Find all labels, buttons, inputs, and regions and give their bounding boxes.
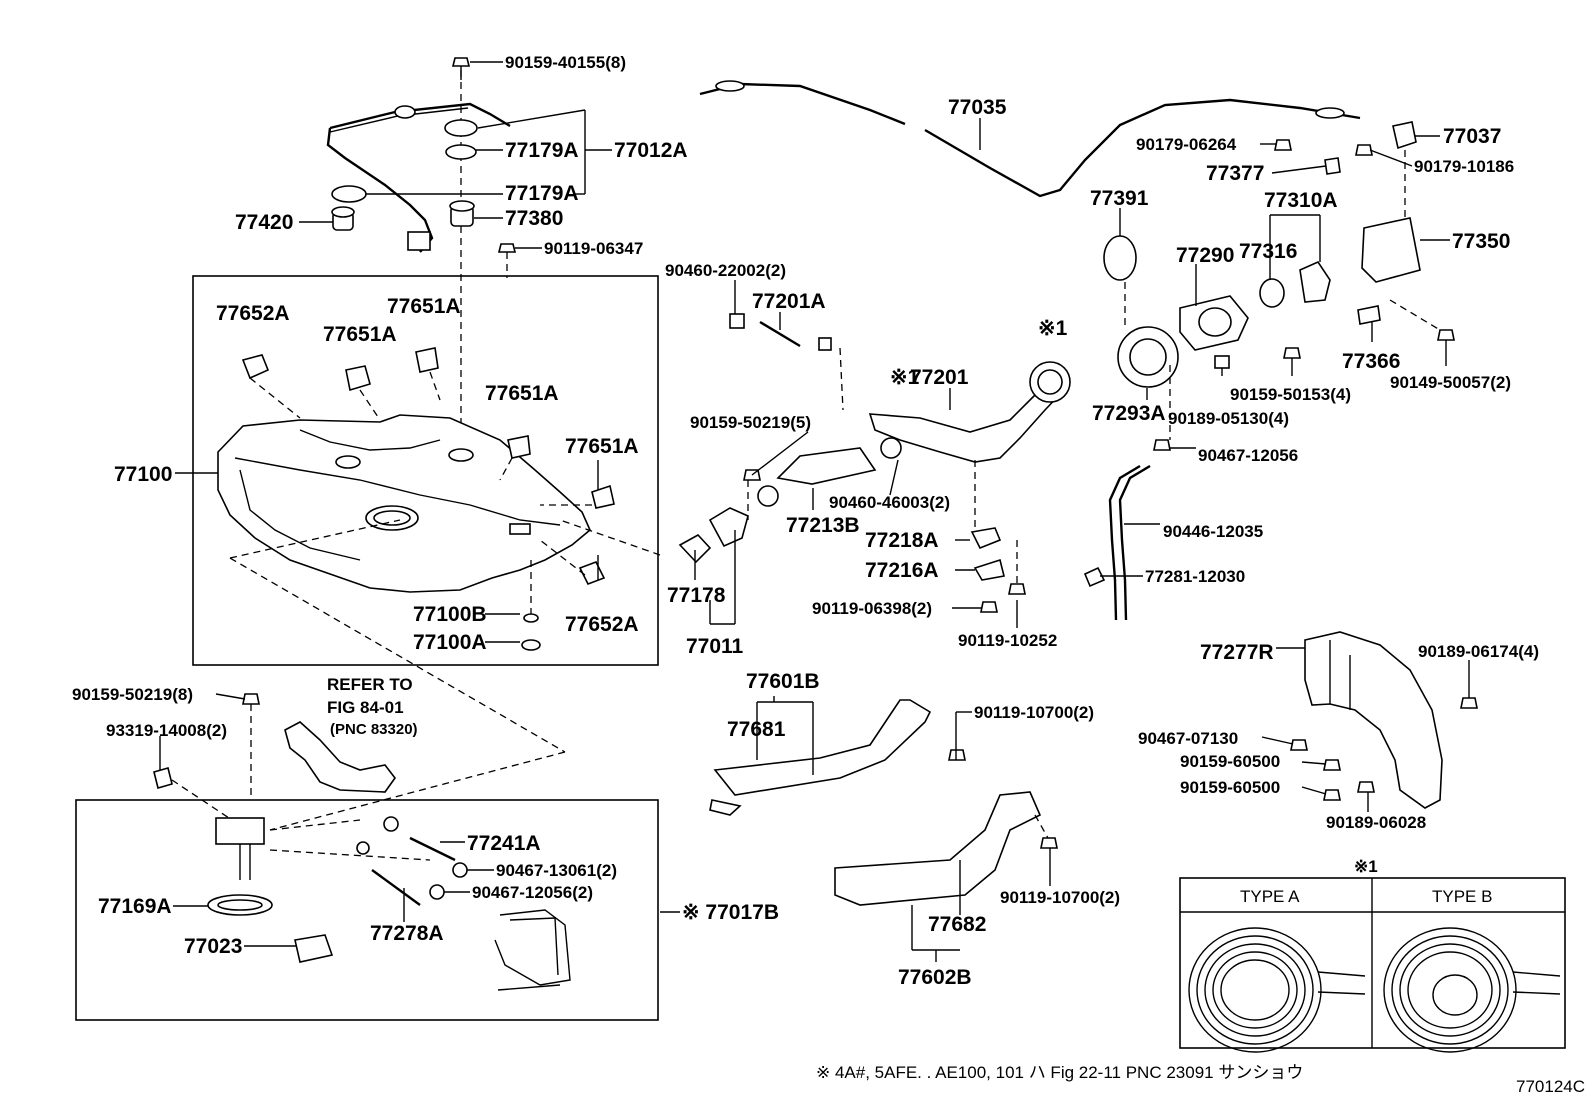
fuel-tank [217, 347, 615, 651]
vent-hose [1083, 464, 1151, 621]
label-90189-06028: 90189-06028 [1326, 813, 1426, 832]
label-77310A: 77310A [1264, 189, 1338, 212]
label-90467-07130: 90467-07130 [1138, 729, 1238, 748]
fuel-lid-cable [699, 80, 1417, 198]
label-77281-12030: 77281-12030 [1145, 567, 1245, 586]
label-90446-12035: 90446-12035 [1163, 522, 1263, 541]
label-77651A-1: 77651A [387, 295, 461, 318]
label-77290: 77290 [1176, 244, 1234, 267]
refer-note-line2: FIG 84-01 [327, 698, 404, 717]
label-77216A: 77216A [865, 559, 939, 582]
label-77602B: 77602B [898, 966, 972, 989]
label-90159-50219-8: 90159-50219(8) [72, 685, 193, 704]
label-90467-13061: 90467-13061(2) [496, 861, 617, 880]
label-90119-10700-2: 90119-10700(2) [1000, 888, 1120, 907]
label-77100: 77100 [114, 463, 172, 486]
label-77651A-2: 77651A [323, 323, 397, 346]
label-77179A-1: 77179A [505, 139, 579, 162]
label-77651A-3: 77651A [485, 382, 559, 405]
label-90159-60500-1: 90159-60500 [1180, 752, 1280, 771]
type-a-label: TYPE A [1240, 887, 1300, 906]
label-77017B: ※ 77017B [682, 901, 779, 924]
label-90159-50219-5: 90159-50219(5) [690, 413, 811, 432]
label-77100A: 77100A [413, 631, 487, 654]
label-90189-06174: 90189-06174(4) [1418, 642, 1539, 661]
label-93319-14008: 93319-14008(2) [106, 721, 227, 740]
label-90149-50057: 90149-50057(2) [1390, 373, 1511, 392]
label-77391: 77391 [1090, 187, 1149, 210]
label-77366: 77366 [1342, 350, 1400, 373]
label-77012A: 77012A [614, 139, 688, 162]
label-77023: 77023 [184, 935, 242, 958]
type-table [1179, 877, 1566, 1053]
label-90119-10252: 90119-10252 [958, 631, 1057, 650]
label-77201A: 77201A [752, 290, 826, 313]
label-77350: 77350 [1452, 230, 1510, 253]
label-77652A-1: 77652A [216, 302, 290, 325]
label-90119-06347: 90119-06347 [544, 239, 643, 258]
grommet-stack [331, 57, 517, 440]
footnote: ※ 4A#, 5AFE. . AE100, 101 ハ Fig 22-11 PN… [816, 1063, 1303, 1082]
label-77380: 77380 [505, 207, 563, 230]
label-90179-06264: 90179-06264 [1136, 135, 1237, 154]
vent-tube-assembly [326, 102, 511, 253]
label-90189-05130: 90189-05130(4) [1168, 409, 1289, 428]
type-a-cap-drawing [1188, 927, 1366, 1053]
type-table-marker: ※1 [1354, 857, 1378, 876]
wheel-liner [1290, 631, 1478, 809]
label-90467-12056-2: 90467-12056(2) [472, 883, 593, 902]
label-90119-06398: 90119-06398(2) [812, 599, 932, 618]
label-90467-12056-r: 90467-12056 [1198, 446, 1298, 465]
label-77213B: 77213B [786, 514, 860, 537]
label-77601B: 77601B [746, 670, 820, 693]
label-90460-46003: 90460-46003(2) [829, 493, 950, 512]
label-90119-10700-1: 90119-10700(2) [974, 703, 1094, 722]
label-77420: 77420 [235, 211, 293, 234]
label-77035: 77035 [948, 96, 1007, 119]
label-77179A-2: 77179A [505, 182, 579, 205]
label-77652A-2: 77652A [565, 613, 639, 636]
refer-note-line1: REFER TO [327, 675, 413, 694]
label-77178: 77178 [667, 584, 726, 607]
label-77277R: 77277R [1200, 641, 1274, 664]
label-90159-40155: 90159-40155(8) [505, 53, 626, 72]
label-77278A: 77278A [370, 922, 444, 945]
refer-note-line3: (PNC 83320) [330, 721, 418, 738]
label-77037: 77037 [1443, 125, 1501, 148]
label-77169A: 77169A [98, 895, 172, 918]
label-77011: 77011 [686, 635, 744, 658]
label-77681: 77681 [727, 718, 786, 741]
tank-band-77601B [709, 699, 966, 816]
leader-lines [159, 61, 1470, 962]
label-90179-10186: 90179-10186 [1414, 157, 1514, 176]
type-b-label: TYPE B [1432, 887, 1492, 906]
label-90159-60500-2: 90159-60500 [1180, 778, 1280, 797]
label-77241A: 77241A [467, 832, 541, 855]
fuel-pump-frame [75, 799, 659, 1021]
bolt-icon [451, 57, 471, 67]
tank-band-77602B [834, 791, 1058, 906]
pad-77652A-top [241, 354, 270, 380]
label-77651A-4: 77651A [565, 435, 639, 458]
label-90460-22002: 90460-22002(2) [665, 261, 786, 280]
label-77293A: 77293A [1092, 402, 1166, 425]
label-77377: 77377 [1206, 162, 1264, 185]
diagram-id: 770124C [1516, 1077, 1585, 1096]
part-labels: 90159-40155(8) 77179A 77012A 77179A 7742… [72, 53, 1585, 1096]
label-77218A: 77218A [865, 529, 939, 552]
label-ast1-a: ※1 [1038, 317, 1068, 340]
fuel-tank-frame [192, 275, 659, 666]
label-77682: 77682 [928, 913, 986, 936]
filler-neck [559, 313, 1071, 613]
label-77100B: 77100B [413, 603, 487, 626]
label-ast1-b: ※1 [890, 366, 920, 389]
label-77201: 77201 [910, 366, 969, 389]
filler-door-parts [1103, 139, 1455, 451]
label-77316: 77316 [1239, 240, 1297, 263]
label-90159-50153: 90159-50153(4) [1230, 385, 1351, 404]
type-b-cap-drawing [1383, 927, 1561, 1053]
fuel-pump-parts [153, 693, 571, 991]
